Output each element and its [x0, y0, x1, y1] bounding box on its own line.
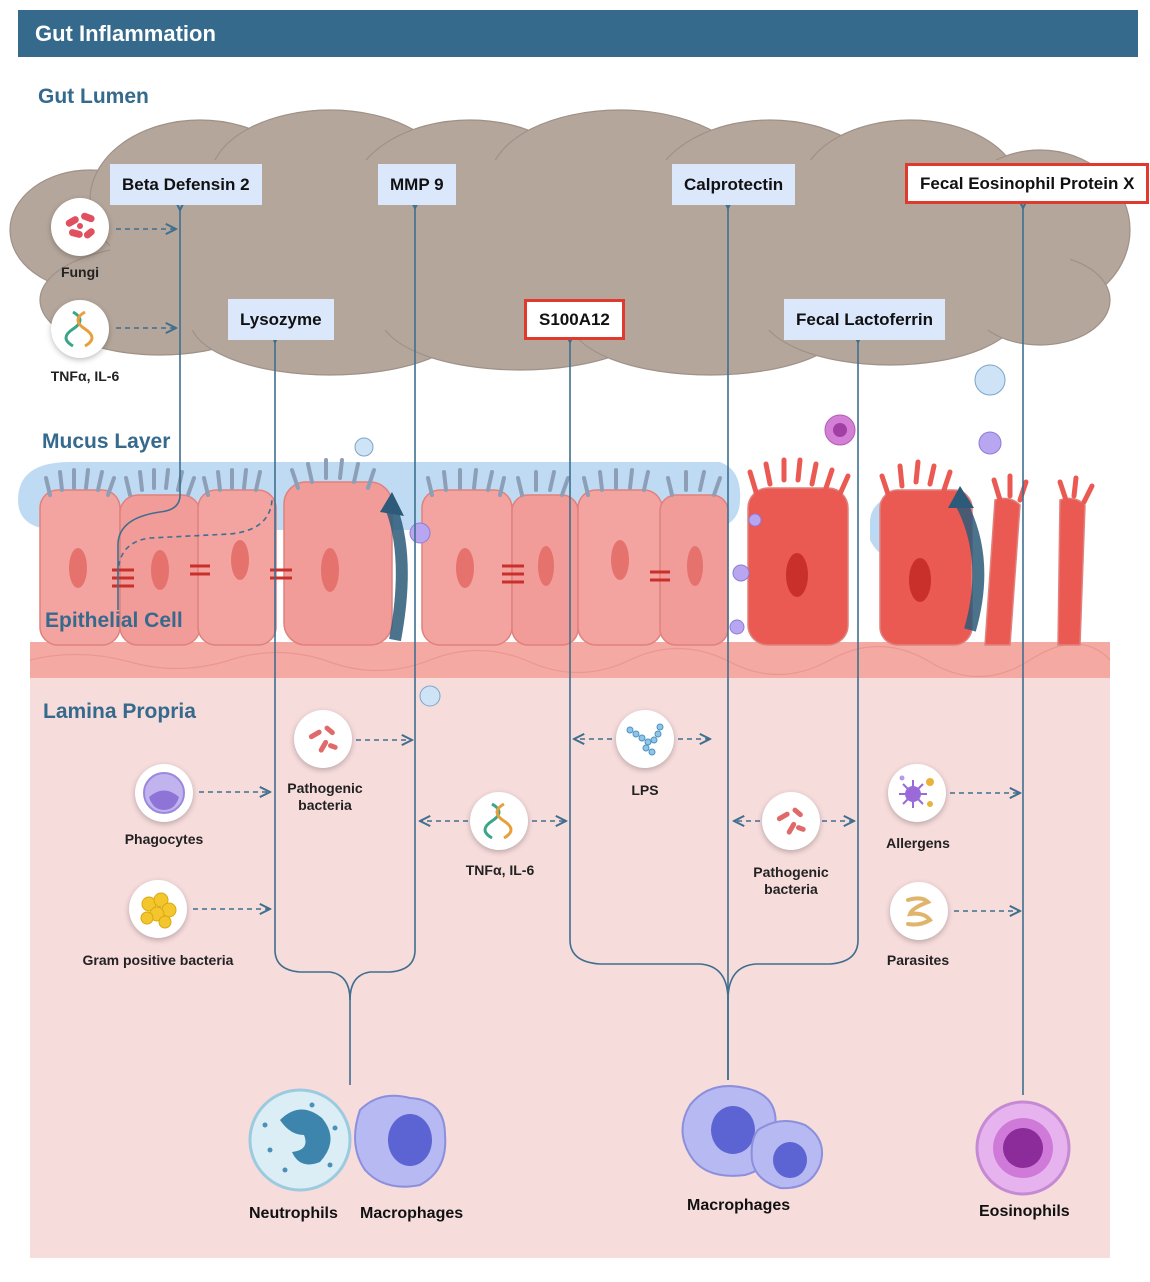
zone-label-mucus-layer: Mucus Layer: [42, 430, 171, 453]
marker-mmp-9: MMP 9: [378, 164, 456, 205]
marker-beta-defensin-2: Beta Defensin 2: [110, 164, 262, 205]
neutrophil-cell: [248, 1088, 352, 1192]
neutrophils-label: Neutrophils: [249, 1205, 338, 1222]
macrophages-right-label: Macrophages: [687, 1197, 791, 1214]
allergens-label: Allergens: [886, 835, 950, 851]
marker-calprotectin: Calprotectin: [672, 164, 796, 205]
parasite-icon: [890, 882, 948, 940]
gram-positive-icon: [129, 880, 187, 938]
page-header: Gut Inflammation: [18, 10, 1138, 57]
eosinophil-cell: [975, 1100, 1071, 1196]
parasites-label: Parasites: [886, 952, 950, 968]
allergen-icon: [888, 764, 946, 822]
fungi-icon: [51, 198, 109, 256]
lps-label: LPS: [631, 782, 659, 798]
gram-positive-label: Gram positive bacteria: [82, 952, 234, 968]
phagocytes-label: Phagocytes: [124, 831, 204, 847]
zone-label-epithelial-cell: Epithelial Cell: [45, 609, 183, 632]
phagocyte-icon: [135, 764, 193, 822]
epithelial-cells: [39, 481, 1086, 646]
tnf-lamina-label: TNFα, IL-6: [465, 862, 535, 878]
bacteria-icon: [762, 792, 820, 850]
marker-fecal-eosinophil-protein-x: Fecal Eosinophil Protein X: [905, 163, 1150, 204]
page-title: Gut Inflammation: [35, 21, 216, 46]
macrophages-left-label: Macrophages: [360, 1205, 464, 1222]
pathogenic-bacteria-right-label: Pathogenic bacteria: [753, 864, 829, 897]
fungi-label: Fungi: [60, 264, 100, 280]
marker-lysozyme: Lysozyme: [228, 299, 334, 340]
zone-label-lamina-propria: Lamina Propria: [43, 700, 196, 723]
tnf-lumen-label: TNFα, IL-6: [50, 368, 120, 384]
pathogenic-bacteria-left-label: Pathogenic bacteria: [287, 780, 363, 813]
macrophage-cell-right: [681, 1085, 824, 1190]
marker-s100a12: S100A12: [524, 299, 625, 340]
macrophage-cell-left: [354, 1094, 447, 1188]
dna-icon: [51, 300, 109, 358]
marker-fecal-lactoferrin: Fecal Lactoferrin: [784, 299, 945, 340]
zone-label-gut-lumen: Gut Lumen: [38, 85, 149, 108]
dna-icon: [470, 792, 528, 850]
eosinophils-label: Eosinophils: [979, 1203, 1070, 1220]
bacteria-icon: [294, 710, 352, 768]
lps-icon: [616, 710, 674, 768]
